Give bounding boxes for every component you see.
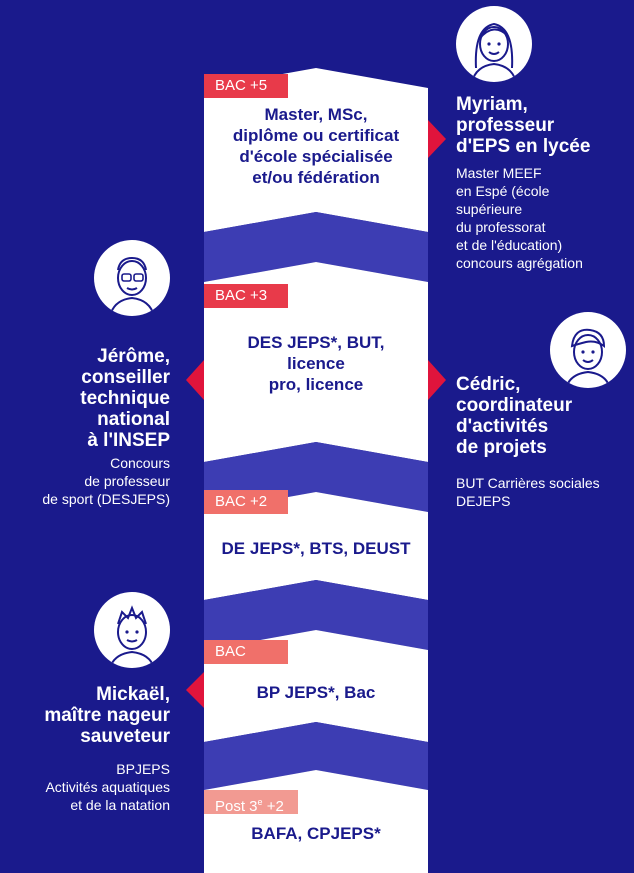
tag-bg-bac5: [204, 74, 288, 98]
arrow-mickael: [186, 672, 204, 708]
path-segment-bac5: [204, 68, 428, 232]
level-text-post3: BAFA, CPJEPS*: [251, 824, 381, 843]
person-detail-cedric: BUT Carrières sociales DEJEPS: [456, 475, 600, 509]
level-text-bac: BP JEPS*, Bac: [256, 683, 376, 702]
tag-bg-post3: [204, 790, 298, 814]
level-tag-post3-suffix: +2: [262, 798, 284, 815]
path-segment-bac3: [204, 262, 428, 462]
person-name-mickael: Mickaël, maître nageur sauveteur: [44, 684, 170, 747]
man-avatar-icon: [94, 592, 170, 668]
path-shadow-4: [204, 722, 428, 790]
path-segment-bac2: [204, 492, 428, 600]
path-shadow-1: [204, 212, 428, 282]
level-tag-bac2: BAC +2: [215, 493, 268, 510]
tag-bg-bac: [204, 640, 288, 664]
level-tag-post3: Post 3e +2: [204, 790, 298, 815]
arrow-cedric: [428, 360, 446, 400]
young-man-avatar-icon: [550, 312, 626, 388]
level-text-bac2: DE JEPS*, BTS, DEUST: [221, 539, 411, 558]
man-glasses-avatar-icon: [94, 240, 170, 316]
arrow-jerome: [186, 360, 204, 400]
arrow-myriam: [428, 120, 446, 158]
woman-avatar-icon: [456, 6, 532, 82]
person-detail-jerome: Concours de professeur de sport (DESJEPS…: [42, 455, 170, 507]
level-tag-post3-sup: e: [257, 797, 263, 807]
person-detail-mickael: BPJEPS Activités aquatiques et de la nat…: [45, 761, 170, 813]
person-name-cedric: Cédric, coordinateur d'activités de proj…: [456, 374, 573, 458]
path-segment-post3: [204, 770, 428, 873]
level-tag-bac3: BAC +3: [215, 287, 268, 304]
level-tag-bac5: BAC +5: [215, 77, 268, 94]
level-text-bac5: Master, MSc, diplôme ou certificat d'éco…: [232, 105, 400, 187]
person-name-jerome: Jérôme, conseiller technique national à …: [80, 346, 170, 451]
level-tag-bac: BAC: [215, 643, 246, 660]
level-tag-post3-main: Post 3: [215, 798, 258, 815]
person-detail-myriam: Master MEEF en Espé (école supérieure du…: [456, 165, 583, 271]
path-shadow-3: [204, 580, 428, 650]
tag-bg-bac3: [204, 284, 288, 308]
level-text-bac3: DES JEPS*, BUT, licence pro, licence: [247, 333, 385, 394]
tag-bg-bac2: [204, 490, 288, 514]
person-name-myriam: Myriam, professeur d'EPS en lycée: [456, 94, 591, 157]
